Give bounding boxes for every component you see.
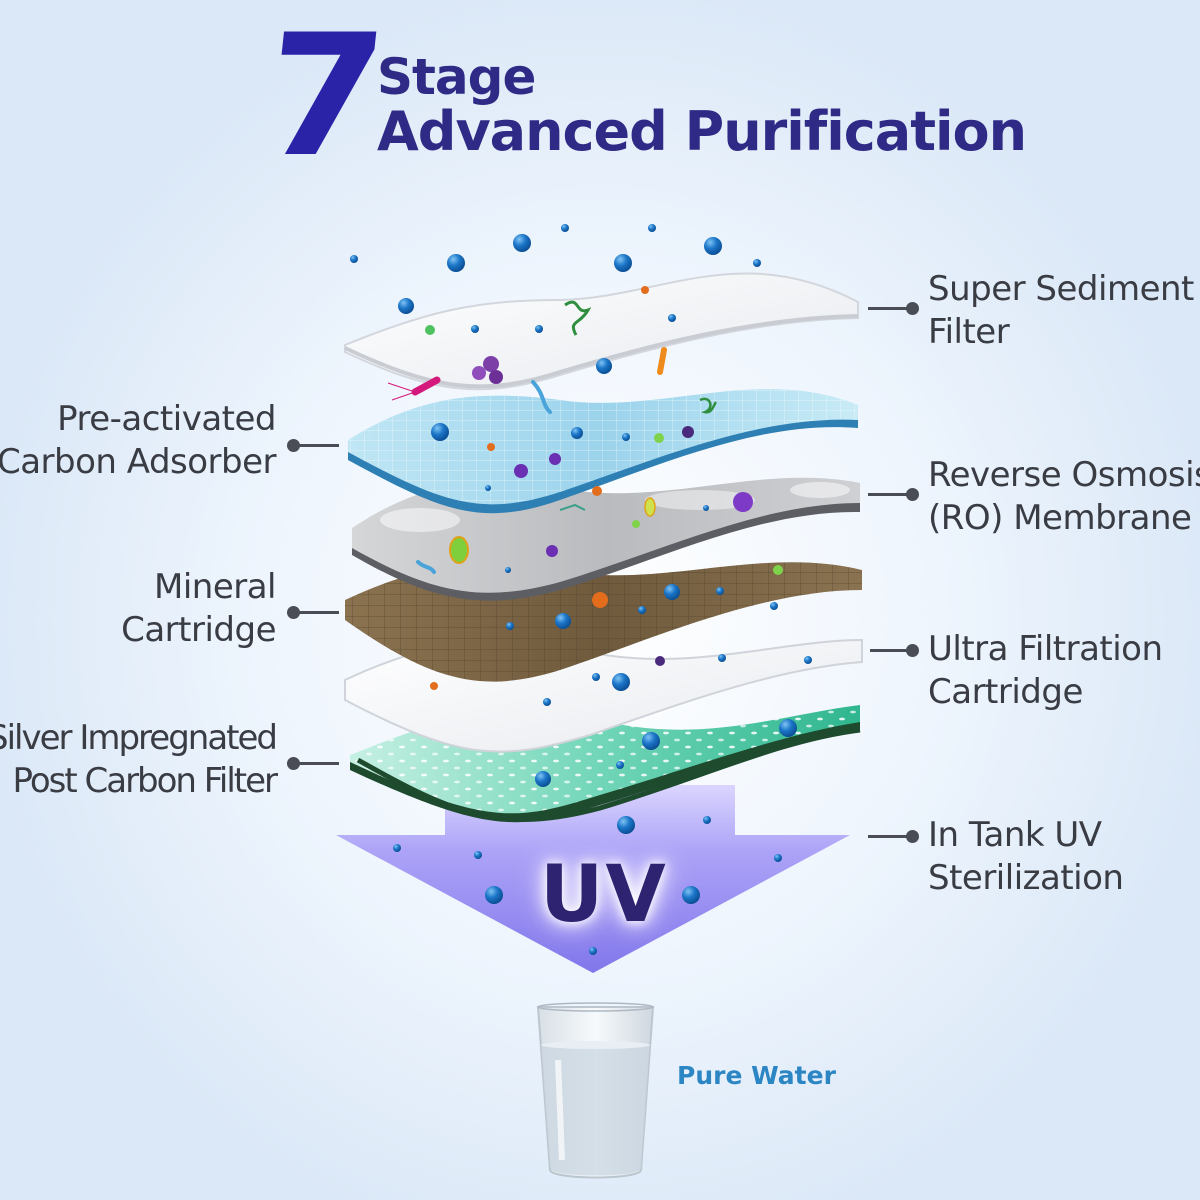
connector-super-sediment — [868, 307, 912, 310]
stage-count: 7 — [255, 0, 388, 194]
uv-label: UV — [540, 850, 668, 940]
uv-arrow — [336, 785, 850, 973]
connector-dot-ultra-filtration — [906, 644, 919, 657]
label-reverse-osmosis: Reverse Osmosis (RO) Membrane — [928, 455, 1200, 538]
water-droplets — [350, 224, 812, 955]
label-pre-activated-carbon: Pre-activated Carbon Adsorber — [0, 399, 277, 482]
label-uv-sterilization: In Tank UV Sterilization — [928, 815, 1124, 898]
connector-uv — [868, 835, 912, 838]
water-glass — [536, 1002, 655, 1179]
title-advanced-purification: Advanced Purification — [377, 100, 1027, 163]
connector-ultra-filtration — [870, 649, 912, 652]
connector-dot-reverse-osmosis — [906, 488, 919, 501]
pure-water-label: Pure Water — [677, 1061, 836, 1090]
label-silver-post-carbon: Silver Impregnated Post Carbon Filter — [0, 718, 278, 801]
layer-super-sediment — [344, 272, 859, 391]
connector-silver-post-carbon — [293, 762, 339, 765]
label-mineral: Mineral Cartridge — [121, 567, 276, 650]
connector-reverse-osmosis — [868, 493, 912, 496]
contaminants — [387, 286, 783, 690]
connector-pre-activated-carbon — [293, 444, 339, 447]
title-stage: Stage — [377, 48, 536, 106]
connector-dot-super-sediment — [906, 302, 919, 315]
label-ultra-filtration: Ultra Filtration Cartridge — [928, 629, 1163, 712]
connector-dot-uv — [906, 830, 919, 843]
label-super-sediment: Super Sediment Filter — [928, 269, 1194, 352]
connector-mineral — [293, 611, 339, 614]
layer-pre-activated-carbon — [348, 389, 858, 514]
